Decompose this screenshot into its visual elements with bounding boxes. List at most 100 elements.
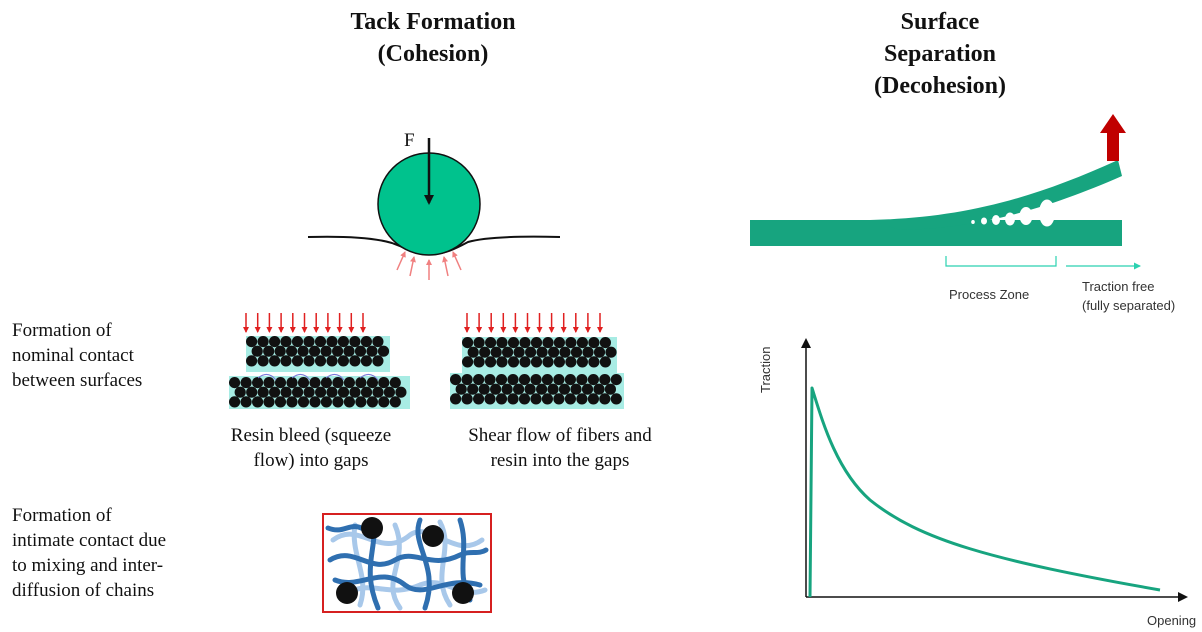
left-title: Tack Formation (Cohesion) (300, 6, 566, 70)
squeeze-flow-panel (229, 313, 410, 409)
fiber (326, 386, 338, 398)
fiber (257, 355, 269, 367)
fiber (326, 336, 338, 348)
nominal-contact-line2: nominal contact (12, 345, 134, 366)
separation-arrow (1100, 114, 1126, 161)
fiber (378, 377, 390, 389)
fiber (599, 356, 612, 368)
fiber (303, 355, 315, 367)
right-title: Surface Separation (Decohesion) (830, 6, 1050, 102)
fiber (461, 374, 473, 386)
fiber (240, 377, 252, 389)
left-title-line2: (Cohesion) (377, 41, 489, 67)
fiber (565, 356, 577, 368)
fiber (252, 377, 264, 389)
fiber (610, 393, 622, 405)
fiber (462, 356, 474, 368)
fiber (355, 377, 367, 389)
fiber (455, 383, 467, 395)
fiber (309, 377, 321, 389)
fiber (343, 396, 355, 408)
fiber (473, 393, 485, 405)
fiber (518, 374, 531, 386)
fiber (576, 356, 589, 368)
intimate-contact-line1: Formation of (12, 505, 112, 526)
fiber (496, 337, 508, 349)
fiber (303, 336, 315, 348)
fiber (485, 337, 497, 349)
process-zone-label: Process Zone (949, 287, 1030, 302)
fiber (309, 396, 321, 408)
fiber (547, 383, 559, 395)
fiber (553, 374, 565, 386)
reaction-arrows (396, 251, 462, 280)
nominal-contact-line3: between surfaces (12, 370, 143, 391)
fiber (246, 355, 258, 367)
fiber (240, 396, 252, 408)
fiber (291, 355, 304, 367)
fiber (570, 383, 582, 395)
fiber (581, 383, 594, 395)
x-axis-label: Opening (1147, 613, 1197, 628)
resin-bleed-line1: Resin bleed (squeeze (230, 425, 392, 446)
fiber (292, 386, 304, 398)
fiber (360, 336, 372, 348)
chain-node (452, 582, 474, 604)
fiber (490, 383, 502, 395)
fiber (565, 337, 577, 349)
shear-flow-line1: Shear flow of fibers and (468, 425, 652, 446)
fiber (366, 396, 378, 408)
fiber (473, 356, 485, 368)
pressure-arrows-a (243, 313, 366, 333)
fiber (599, 374, 611, 386)
fiber (570, 346, 583, 358)
fiber (315, 386, 327, 398)
fiber (349, 355, 361, 367)
fiber (542, 337, 554, 349)
fiber (366, 345, 378, 357)
fiber (582, 346, 594, 358)
fiber (484, 393, 496, 405)
fiber (599, 393, 611, 405)
fiber (542, 356, 554, 368)
fiber (473, 374, 485, 386)
intimate-contact-label: Formation of intimate contact due to mix… (12, 503, 166, 603)
fiber (252, 396, 264, 408)
fiber (564, 374, 577, 386)
fiber (479, 346, 491, 358)
fiber (337, 336, 349, 348)
fiber-layer-lower-b (450, 374, 622, 405)
fiber (320, 377, 332, 389)
fiber (485, 356, 497, 368)
fiber (576, 337, 589, 349)
chain-node (422, 525, 444, 547)
fiber (530, 356, 543, 368)
fiber (541, 393, 554, 405)
right-title-line2: Separation (883, 41, 996, 67)
fiber (303, 386, 315, 398)
shear-flow-panel (450, 313, 624, 409)
fiber (587, 374, 600, 386)
fiber (297, 377, 310, 389)
fiber (490, 346, 502, 358)
fiber-layer-lower-a (229, 377, 407, 408)
fiber (536, 346, 548, 358)
fiber (467, 346, 479, 358)
fiber (518, 393, 531, 405)
shear-flow-caption: Shear flow of fibers and resin into the … (438, 423, 682, 473)
process-zone-voids (971, 207, 1033, 226)
fiber (332, 345, 344, 357)
lower-adherend (750, 220, 1122, 246)
fiber (269, 386, 281, 398)
fiber (286, 377, 298, 389)
fiber (269, 336, 281, 348)
fiber (604, 383, 617, 395)
fiber (377, 345, 390, 357)
fiber (280, 336, 292, 348)
fiber (389, 396, 401, 408)
shear-flow-line2: resin into the gaps (490, 450, 630, 471)
fiber (501, 383, 513, 395)
fiber (530, 374, 542, 386)
fiber (473, 337, 485, 349)
fiber (229, 377, 241, 389)
